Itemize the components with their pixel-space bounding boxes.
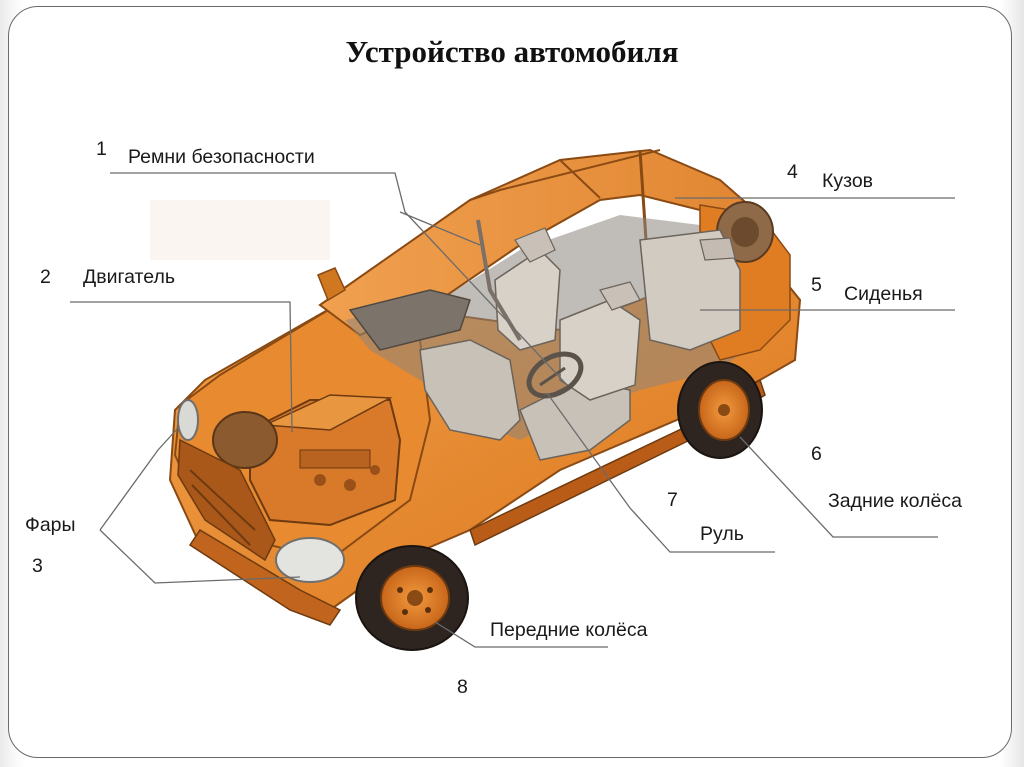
leader-lines	[70, 172, 955, 648]
callout-number-engine: 2	[40, 266, 51, 288]
front-wheel-shape	[355, 545, 469, 651]
engine-shape	[249, 394, 402, 527]
rear-wheel-shape	[677, 361, 763, 459]
callout-label-steering-wheel: Руль	[700, 523, 744, 545]
slide-title: Устройство автомобиля	[345, 34, 679, 69]
callout-number-rear-wheels: 6	[811, 443, 822, 465]
headlight-right	[275, 537, 345, 583]
leader-line-front-wheels	[434, 621, 608, 648]
callout-number-body: 4	[787, 161, 798, 183]
callout-number-headlights: 3	[32, 555, 43, 577]
leader-line-steering-wheel	[546, 392, 775, 553]
callout-label-rear-wheels: Задние колёса	[828, 490, 962, 512]
callout-label-engine: Двигатель	[83, 266, 176, 288]
steering-wheel-shape	[526, 351, 584, 399]
callout-label-seats: Сиденья	[844, 283, 923, 305]
callout-label-front-wheels: Передние колёса	[490, 619, 648, 641]
callout-number-seats: 5	[811, 274, 822, 296]
leader-line-rear-wheels	[739, 436, 938, 538]
callout-label-body: Кузов	[822, 170, 874, 192]
callout-label-seatbelts: Ремни безопасности	[128, 146, 315, 168]
rear-seat	[639, 229, 741, 351]
callout-number-seatbelts: 1	[96, 138, 107, 160]
callout-number-steering-wheel: 7	[667, 489, 678, 511]
leader-line-engine	[70, 301, 293, 433]
callout-label-headlights: Фары	[25, 514, 76, 536]
leader-line-seatbelts	[110, 172, 568, 386]
leader-line-headlights	[99, 427, 179, 531]
car-illustration	[150, 148, 802, 651]
headlight-left	[177, 399, 199, 441]
callout-number-front-wheels: 8	[457, 676, 468, 698]
